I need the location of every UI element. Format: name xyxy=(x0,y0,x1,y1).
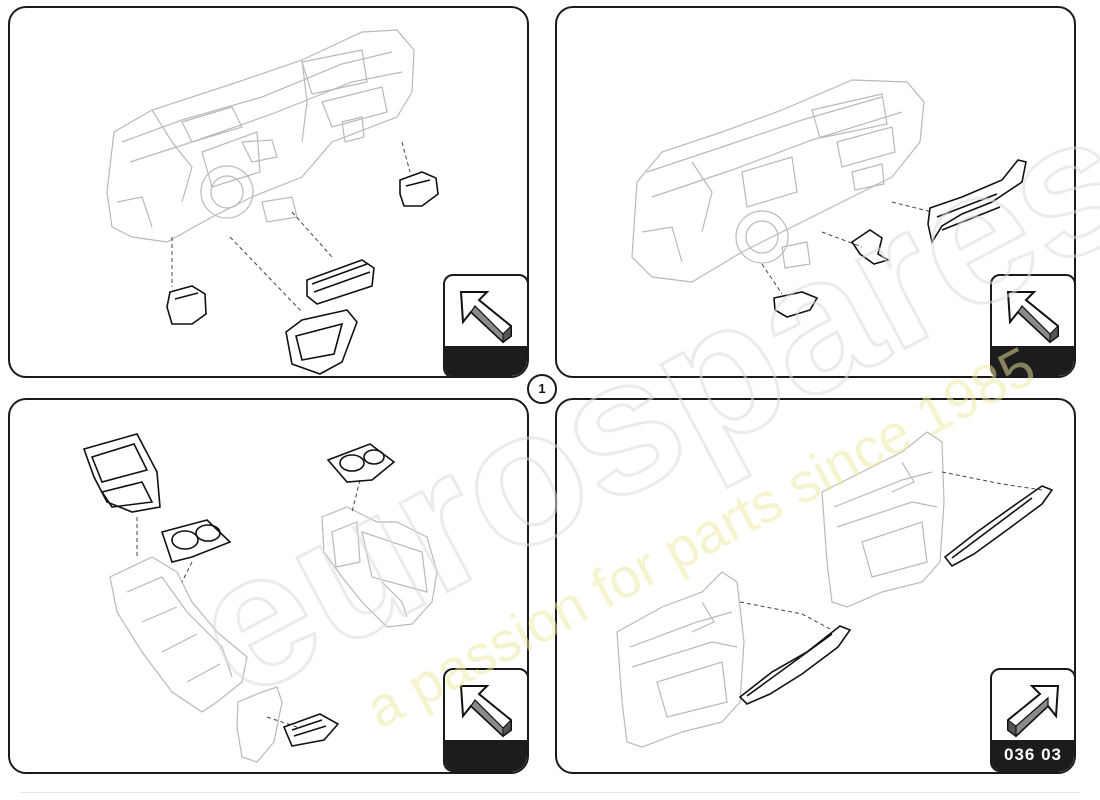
divider xyxy=(20,792,1080,793)
arrow-up-right-icon xyxy=(1007,685,1060,738)
arrow-up-left-icon xyxy=(459,291,512,344)
nav-box[interactable]: 036 03 xyxy=(990,668,1074,772)
nav-box[interactable] xyxy=(443,668,527,772)
door-trims-illustration xyxy=(616,431,1054,748)
nav-box[interactable] xyxy=(990,274,1074,376)
diagram-panel-door-trims[interactable]: 036 03 xyxy=(555,398,1076,774)
nav-label xyxy=(445,740,527,770)
nav-label xyxy=(992,346,1074,376)
dashboard-trims-illustration xyxy=(631,79,1027,318)
diagram-panel-dashboard-trims[interactable] xyxy=(555,6,1076,378)
diagram-panel-dashboard-vents[interactable] xyxy=(8,6,529,378)
dashboard-vents-illustration xyxy=(106,29,439,375)
nav-box[interactable] xyxy=(443,274,527,376)
arrow-up-left-icon xyxy=(459,685,512,738)
nav-label: 036 03 xyxy=(992,740,1074,770)
diagram-panel-center-console[interactable] xyxy=(8,398,529,774)
page-indicator[interactable]: 1 xyxy=(527,374,557,404)
center-console-illustration xyxy=(82,433,438,763)
nav-label xyxy=(445,346,527,376)
arrow-up-left-icon xyxy=(1006,291,1059,344)
